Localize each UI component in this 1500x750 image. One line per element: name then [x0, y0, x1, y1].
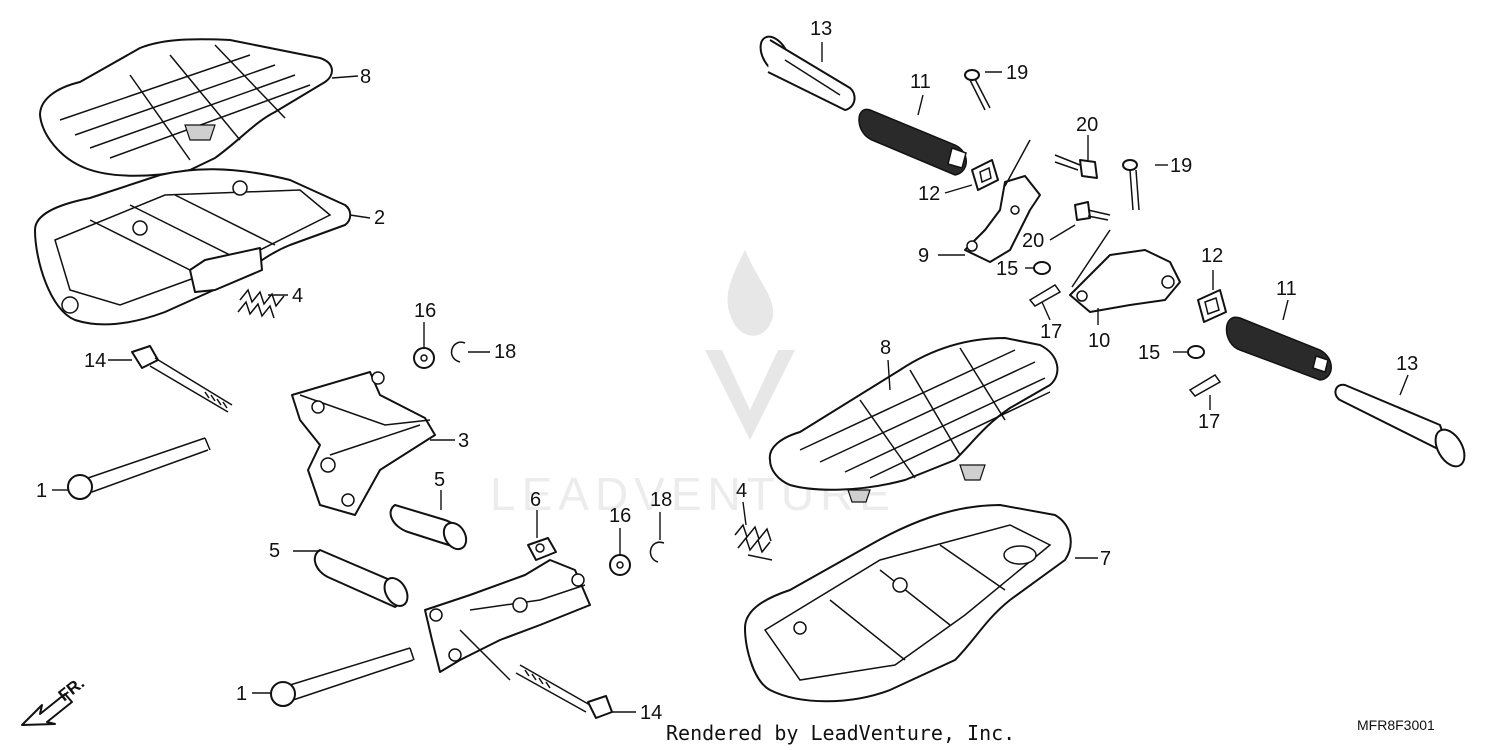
callout-7: 7 [1100, 548, 1111, 570]
callout-9: 9 [918, 245, 929, 267]
footboard-base-left [34, 168, 352, 326]
callout-8-left: 8 [360, 66, 371, 88]
callout-15-upper: 15 [996, 258, 1018, 280]
footboard-base-right [744, 504, 1072, 703]
spring-right [734, 523, 773, 561]
cotter-17-upper [1028, 284, 1062, 307]
damper-lower [1197, 289, 1227, 323]
callout-11-lower: 11 [1276, 278, 1297, 300]
callout-16-lower: 16 [609, 505, 631, 527]
callout-labels: 8 2 4 14 16 18 3 1 5 5 6 16 18 1 14 13 1… [36, 18, 1418, 724]
washer-lower [609, 554, 631, 576]
bolt-lower [515, 664, 613, 719]
leaders-left [52, 75, 661, 713]
callout-13-lower: 13 [1396, 353, 1418, 375]
bracket-left [291, 371, 436, 516]
washer-upper [413, 347, 435, 369]
bolt-20-lower [1074, 201, 1111, 221]
callout-19-lower: 19 [1170, 155, 1192, 177]
cotter-17-lower [1188, 374, 1222, 397]
sleeve-lower [1334, 383, 1466, 468]
bracket-9 [964, 139, 1041, 263]
bolt-upper [131, 345, 233, 413]
collar-upper [389, 504, 468, 551]
callout-12-lower: 12 [1201, 245, 1223, 267]
callout-20-upper: 20 [1076, 114, 1098, 136]
callout-1-upper: 1 [36, 480, 47, 502]
callout-18-upper: 18 [494, 341, 516, 363]
bolt-6 [527, 537, 557, 561]
callout-19-upper: 19 [1006, 62, 1028, 84]
callout-14-upper: 14 [84, 350, 106, 372]
callout-14-lower: 14 [640, 702, 662, 724]
grip-upper [858, 108, 967, 176]
bracket-10 [1069, 229, 1181, 313]
footboard-rubber-right [768, 337, 1059, 503]
collar-lower [313, 549, 409, 608]
callout-11-upper: 11 [910, 71, 931, 93]
sleeve-upper [759, 35, 856, 111]
callout-2: 2 [374, 207, 385, 229]
damper-upper [971, 159, 999, 191]
callout-3: 3 [458, 430, 469, 452]
grip-lower [1225, 316, 1332, 381]
clip-upper [450, 341, 466, 363]
rendered-by-credit: Rendered by LeadVenture, Inc. [666, 721, 1015, 745]
callout-8-right: 8 [880, 337, 891, 359]
pin-19-upper [964, 69, 991, 111]
footboard-rubber-left [39, 38, 333, 177]
callout-13-upper: 13 [810, 18, 832, 40]
front-direction-arrow: FR. [21, 673, 88, 726]
pin-19-lower [1122, 159, 1140, 211]
callout-12-upper: 12 [918, 183, 940, 205]
bracket-lower [424, 559, 591, 681]
clip-lower [649, 541, 665, 563]
callout-16-upper: 16 [414, 300, 436, 322]
callout-6: 6 [530, 489, 541, 511]
callout-15-lower: 15 [1138, 342, 1160, 364]
diagram-code: MFR8F3001 [1357, 717, 1435, 733]
callout-1-lower: 1 [236, 683, 247, 705]
callout-17-upper: 17 [1040, 321, 1062, 343]
pin-upper [67, 437, 211, 500]
callout-17-lower: 17 [1198, 411, 1220, 433]
callout-4-right: 4 [736, 480, 747, 502]
callout-5-lower: 5 [269, 540, 280, 562]
bolt-20-upper [1054, 154, 1098, 179]
leaders-right [742, 42, 1409, 559]
callout-4-left: 4 [292, 285, 303, 307]
callout-5-upper: 5 [434, 469, 445, 491]
callout-20-lower: 20 [1022, 230, 1044, 252]
washer-15-upper [1033, 261, 1051, 275]
washer-15-lower [1187, 345, 1205, 359]
callout-18-lower: 18 [650, 489, 672, 511]
callout-10: 10 [1088, 330, 1110, 352]
spring-left [237, 288, 285, 319]
pin-lower [270, 647, 415, 707]
